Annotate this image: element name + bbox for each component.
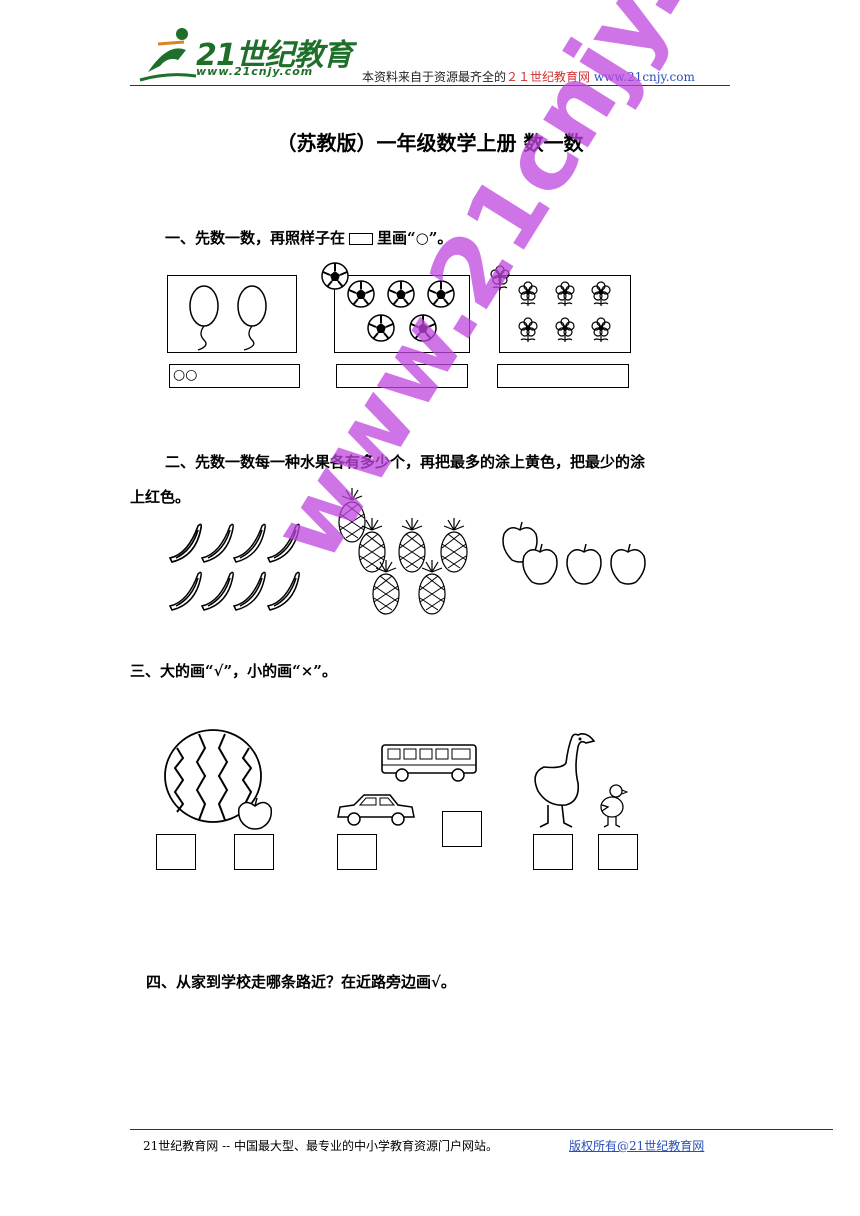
question-1-prefix: 一、先数一数，再照样子在 (165, 229, 346, 247)
source-prefix: 本资料来自于资源最齐全的 (362, 70, 507, 84)
bus-icon (381, 744, 477, 782)
answer-box-chick[interactable] (598, 834, 638, 870)
balls-frame (321, 262, 470, 353)
example-answer: ○○ (173, 367, 198, 383)
banana-icon[interactable] (168, 522, 310, 614)
answer-box-bus[interactable] (442, 811, 482, 847)
question-3: 三、大的画“√”，小的画“×”。 (130, 662, 337, 680)
balloon-icon (189, 285, 267, 351)
footer-text: 21世纪教育网 -- 中国最大型、最专业的中小学教育资源门户网站。 (143, 1139, 499, 1153)
logo-text: 21世纪教育 (196, 38, 353, 73)
answer-box-balloons[interactable]: ○○ (169, 364, 300, 388)
goose-icon (534, 733, 596, 828)
answer-box-flowers[interactable] (497, 364, 629, 388)
watermelon-icon (164, 729, 273, 830)
source-site[interactable]: ２１世纪教育网 (506, 70, 591, 84)
question-1: 一、先数一数，再照样子在 里画“○”。 (165, 227, 452, 248)
logo-url: www.21cnjy.com (196, 65, 314, 78)
question-2-line-1: 二、先数一数每一种水果各有多少个，再把最多的涂上黄色，把最少的涂 (165, 453, 646, 471)
question-1-suffix: 里画“○”。 (377, 229, 453, 247)
small-apple-icon (237, 797, 273, 830)
pineapple-icon[interactable] (338, 488, 482, 616)
answer-box-watermelon[interactable] (156, 834, 196, 870)
soccer-ball-icon (321, 262, 455, 342)
runner-icon (139, 28, 197, 82)
answer-box-car[interactable] (337, 834, 377, 870)
inline-box-icon (349, 233, 374, 245)
header-source-line: 本资料来自于资源最齐全的２１世纪教育网 www.21cnjy.com (362, 68, 695, 85)
source-url[interactable]: www.21cnjy.com (593, 70, 695, 84)
question-2-line-2: 上红色。 (130, 488, 191, 506)
page-title: （苏教版）一年级数学上册 数一数 (276, 131, 584, 155)
question-4: 四、从家到学校走哪条路近？在近路旁边画√。 (146, 973, 456, 991)
answer-box-goose[interactable] (533, 834, 573, 870)
car-icon (337, 794, 415, 826)
flower-icon (490, 265, 611, 343)
flowers-frame (490, 265, 631, 353)
answer-box-balls[interactable] (336, 364, 468, 388)
footer-divider (130, 1129, 833, 1130)
balloons-frame (167, 275, 297, 353)
chick-icon (600, 784, 629, 828)
header-divider (130, 85, 730, 86)
apple-icon[interactable] (502, 521, 650, 586)
site-logo (138, 22, 338, 84)
answer-box-apple[interactable] (234, 834, 274, 870)
footer-copyright-link[interactable]: 版权所有@21世纪教育网 (569, 1139, 705, 1153)
